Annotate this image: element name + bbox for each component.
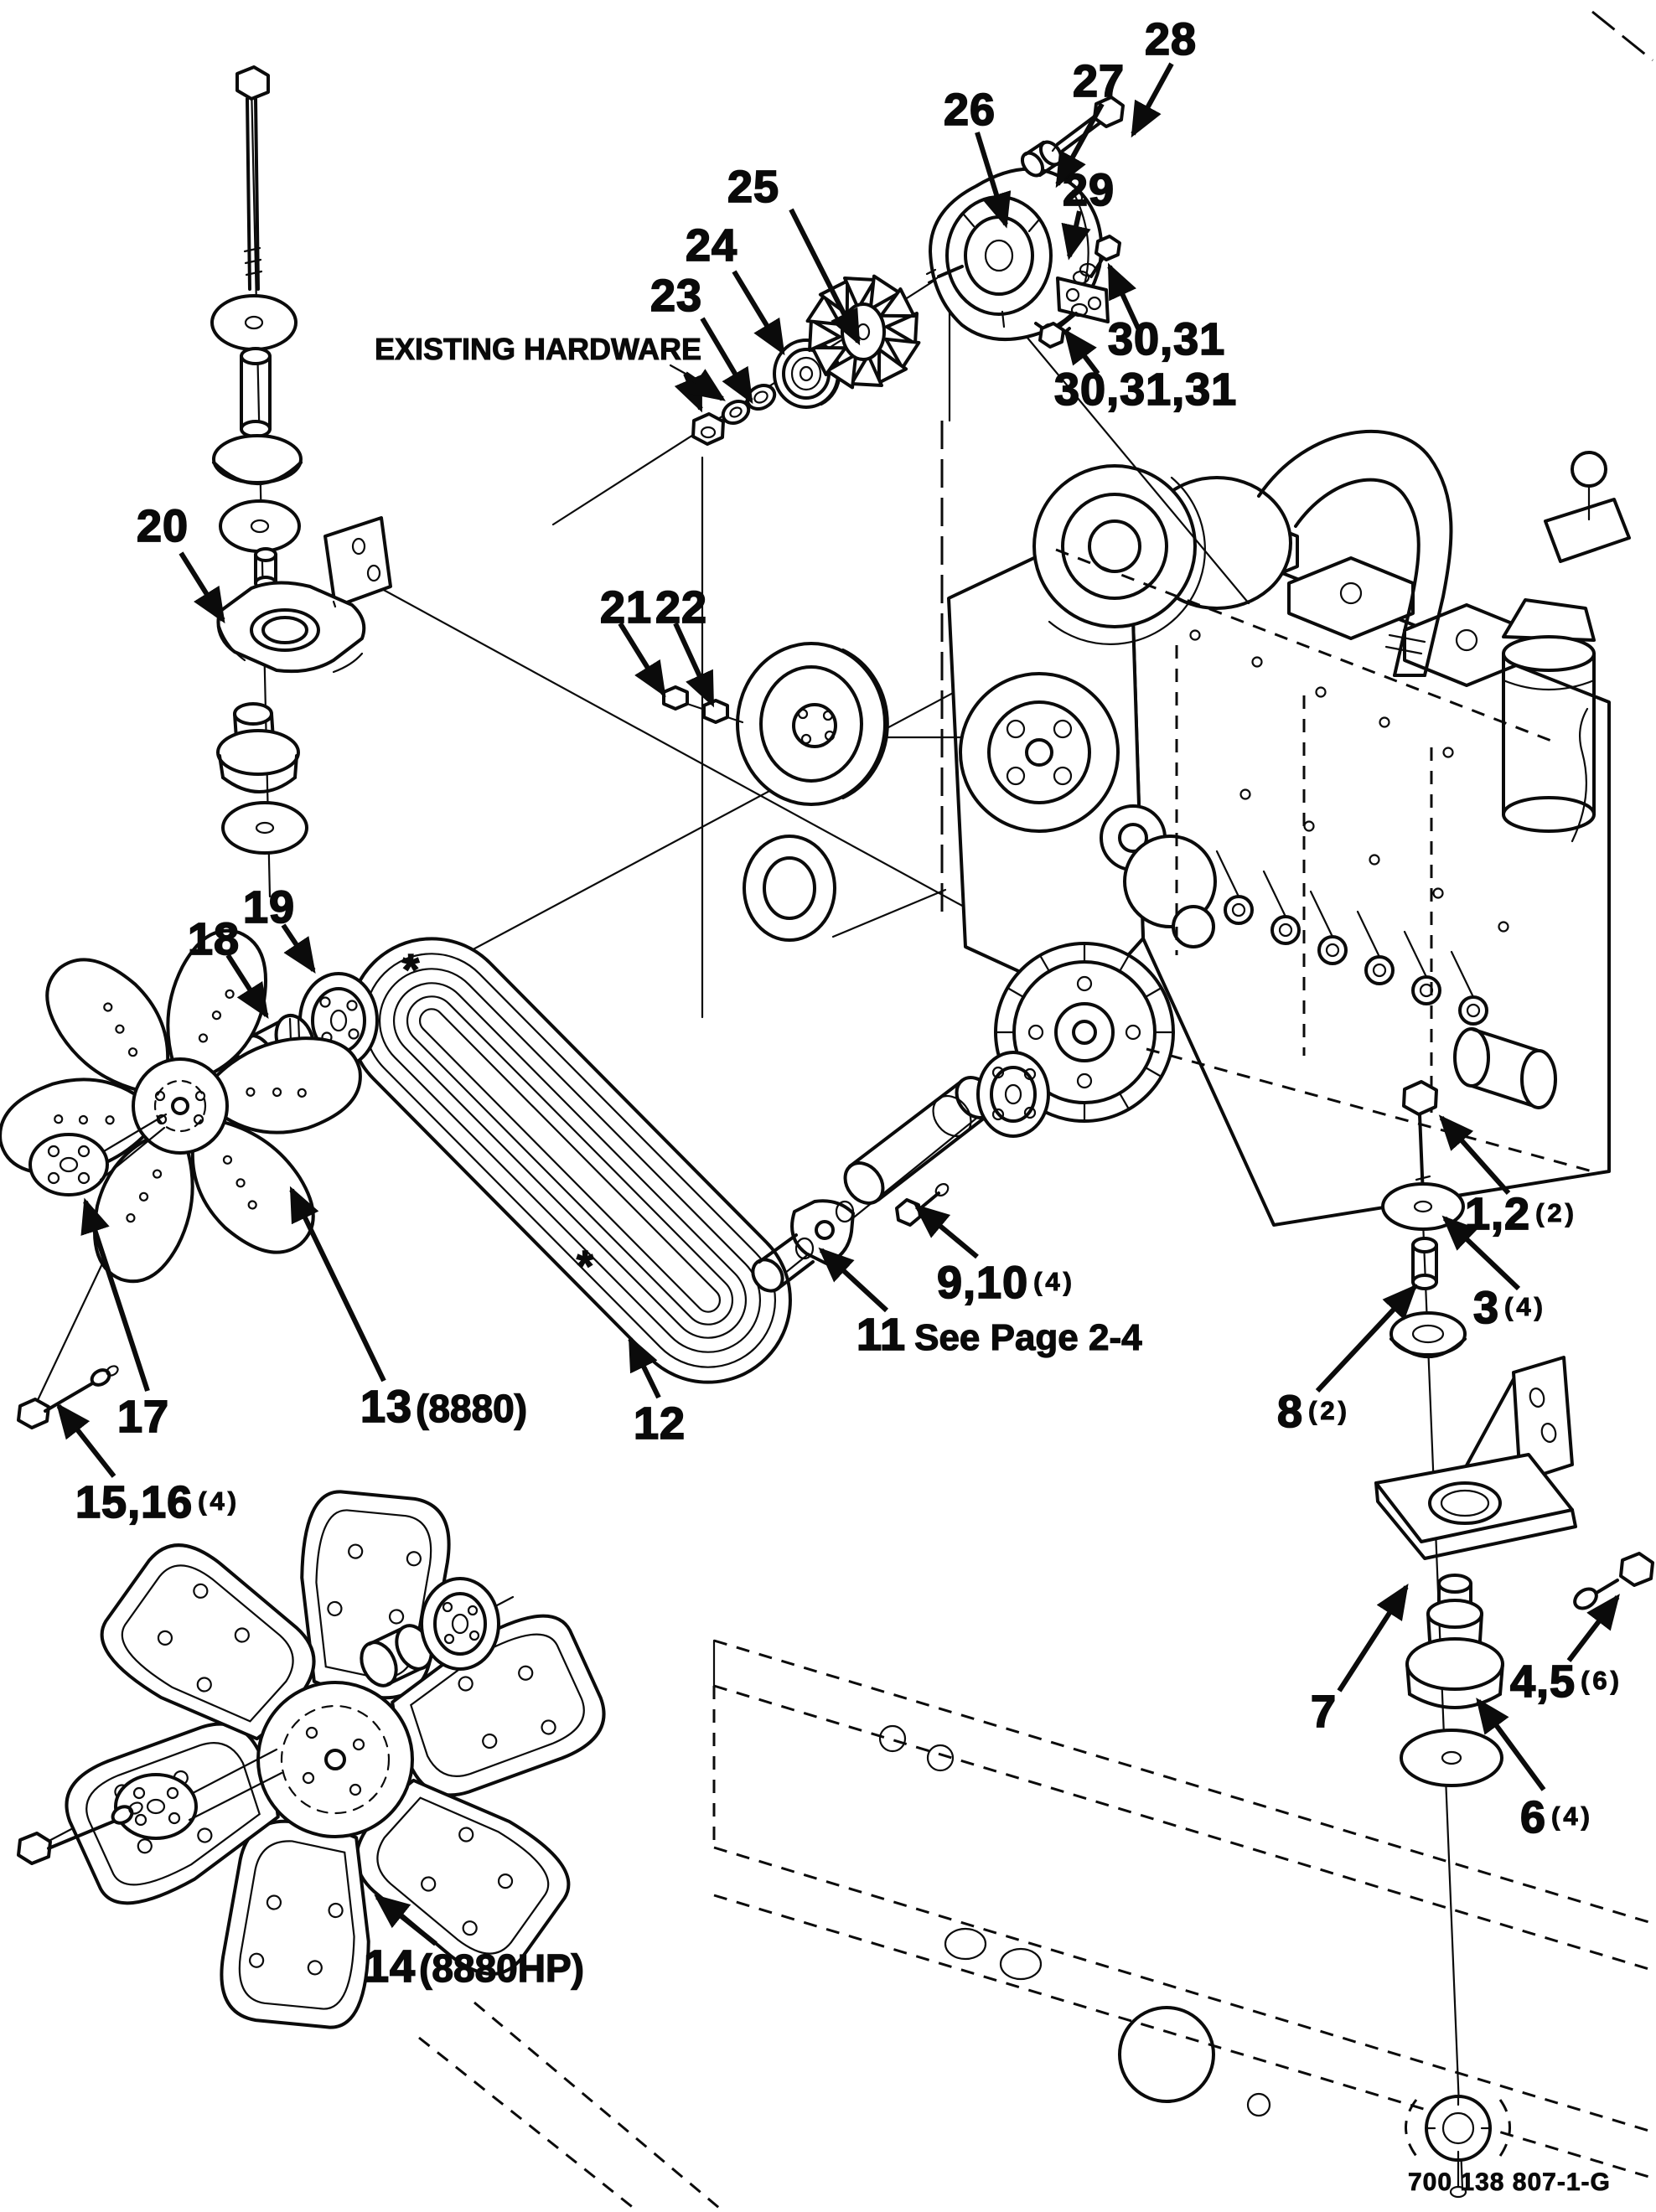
driveshaft-11-drawing [751,1051,1050,1293]
callout-13: 13(8880) [360,1381,528,1433]
callout-11-note: See Page 2-4 [913,1316,1142,1358]
callout-17: 17 [116,1391,170,1443]
bolt-9-10 [895,1198,922,1227]
callout-26-label: 26 [943,84,996,136]
callout-25: 25 [727,161,779,213]
mount-washer-6 [1400,1729,1503,1787]
callout-19-label: 19 [242,881,296,933]
frame-rails-drawing [418,10,1655,2212]
callout-21: 21 [599,581,653,633]
callout-29: 29 [1062,164,1115,216]
driveshaft-flange [976,1051,1050,1138]
drawing-number: 700 138 807-1-G [1408,2168,1611,2197]
fitting-22 [702,699,729,724]
callout-21-label: 21 [599,581,653,633]
callout-9-10-label: 9,10 [936,1257,1029,1309]
callout-19: 19 [242,881,296,933]
callout-4-5-qty: (6) [1581,1666,1622,1696]
fan-13-drawing [0,928,362,1429]
callout-15-16-qty: (4) [198,1486,241,1517]
callout-28: 28 [1144,13,1198,65]
callout-30-31-31-label: 30,31,31 [1053,364,1238,416]
callout-27-label: 27 [1072,55,1126,107]
existing-hardware-note: EXISTING HARDWARE [374,332,702,367]
mount-assembly-20-drawing [210,65,392,855]
callout-1-2: 1,2(2) [1464,1188,1577,1240]
callout-29-label: 29 [1062,164,1115,216]
callout-6: 6(4) [1519,1791,1593,1843]
callout-12: 12 [633,1398,686,1450]
callout-3-label: 3 [1472,1282,1500,1334]
callout-24: 24 [685,220,738,271]
alternator-fan-25 [805,274,921,390]
injector-row [1215,850,1488,1026]
callout-23: 23 [649,270,703,322]
callout-8-qty: (2) [1308,1396,1350,1426]
callout-13-model: (8880) [415,1386,528,1430]
callout-4-5: 4,5(6) [1509,1656,1622,1708]
fan-bolt [17,1832,52,1865]
callout-17-label: 17 [116,1391,170,1443]
callout-1-2-qty: (2) [1535,1198,1577,1228]
callout-8-label: 8 [1276,1386,1304,1438]
fan-flange-17 [28,1133,109,1196]
fan-bolt-15-16 [17,1398,50,1429]
callout-27: 27 [1072,55,1126,107]
callout-14-model: (8880HP) [418,1946,584,1990]
callout-9-10: 9,10(4) [936,1257,1075,1309]
callout-25-label: 25 [727,161,780,213]
callout-20: 20 [136,500,189,552]
callout-23-label: 23 [649,270,703,322]
callout-15-16: 15,16(4) [75,1476,240,1528]
callout-22: 22 [655,581,707,633]
callout-24-label: 24 [685,220,738,271]
callout-1-2-label: 1,2 [1464,1188,1531,1240]
engine-block-drawing [662,235,1631,1227]
callout-9-10-qty: (4) [1033,1267,1075,1297]
fan-pulley [420,1577,500,1671]
mount-bolt-1-2 [1402,1080,1438,1116]
callout-14-label: 14 [363,1941,417,1992]
fitting-21 [662,685,689,711]
callout-18: 18 [187,913,241,965]
callout-6-label: 6 [1519,1791,1547,1843]
callout-13-label: 13 [360,1381,413,1433]
hex-nut [691,412,725,446]
belt-12-drawing [348,937,792,1384]
callout-arrows [56,62,1620,1946]
callout-20-label: 20 [136,500,189,552]
callout-7: 7 [1310,1686,1338,1738]
engine-bolts [1189,629,1509,933]
callout-30-31: 30,31 [1107,313,1226,365]
belt-alignment-asterisk: * [401,945,420,995]
mount-spacer-8 [1411,1237,1438,1253]
callout-7-label: 7 [1310,1686,1338,1738]
callout-30-31-31: 30,31,31 [1053,364,1238,416]
callout-14: 14(8880HP) [363,1941,585,1992]
callout-28-label: 28 [1144,13,1198,65]
callout-8: 8(2) [1276,1386,1350,1438]
callout-3-qty: (4) [1504,1292,1546,1322]
callout-26: 26 [943,84,996,136]
fan-14-drawing [17,1490,606,2029]
engine-mount-drawing [1374,1080,1654,2199]
callout-18-label: 18 [187,913,241,965]
callout-12-label: 12 [633,1398,686,1450]
callout-4-5-label: 4,5 [1509,1656,1576,1708]
callout-11-label: 11 [856,1309,907,1361]
belt-alignment-asterisk: * [576,1242,594,1292]
mount-isolator-4-5 [1426,1599,1483,1629]
callout-15-16-label: 15,16 [75,1476,194,1528]
callout-30-31-label: 30,31 [1107,313,1226,365]
callout-6-qty: (4) [1551,1801,1593,1832]
callout-3: 3(4) [1472,1282,1546,1334]
callout-22-label: 22 [655,581,708,633]
